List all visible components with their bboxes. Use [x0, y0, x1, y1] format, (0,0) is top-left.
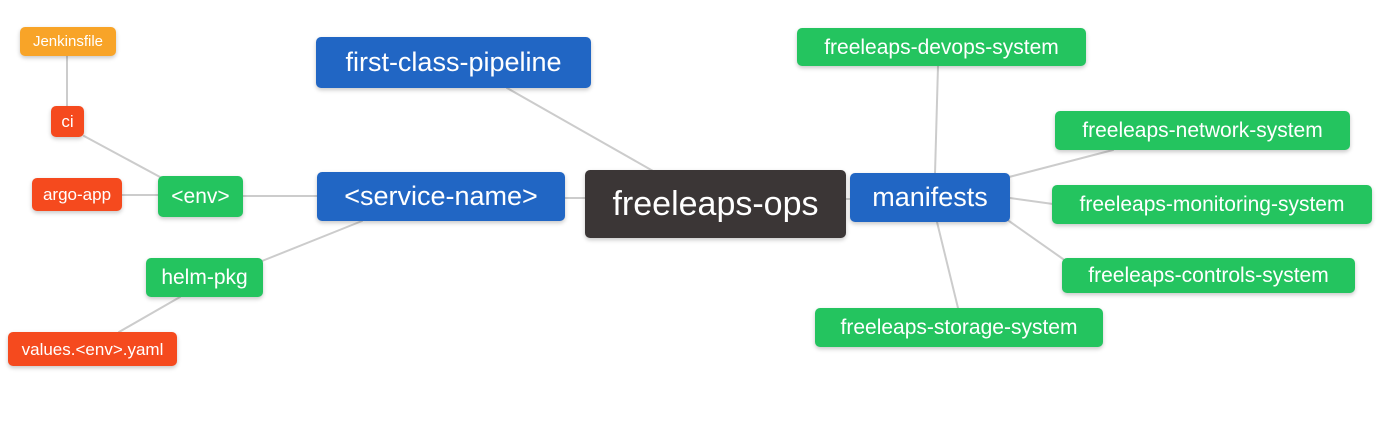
edge-helm-pkg-to-values-env-yaml: [118, 296, 181, 333]
node-manifests[interactable]: manifests: [850, 173, 1010, 222]
node-values-env-yaml[interactable]: values.<env>.yaml: [8, 332, 177, 366]
edge-manifests-to-controls-system: [1008, 220, 1064, 260]
node-first-class-pipeline[interactable]: first-class-pipeline: [316, 37, 591, 88]
edge-manifests-to-monitoring-system: [1009, 197, 1054, 205]
node-freeleaps-monitoring-system[interactable]: freeleaps-monitoring-system: [1052, 185, 1372, 224]
edge-env-to-ci: [83, 135, 161, 178]
edge-manifests-to-network-system: [1008, 149, 1114, 178]
node-freeleaps-network-system[interactable]: freeleaps-network-system: [1055, 111, 1350, 150]
node-freeleaps-storage-system[interactable]: freeleaps-storage-system: [815, 308, 1103, 347]
node-helm-pkg[interactable]: helm-pkg: [146, 258, 263, 297]
edge-manifests-to-devops-system: [934, 65, 939, 175]
node-env[interactable]: <env>: [158, 176, 243, 217]
node-freeleaps-controls-system[interactable]: freeleaps-controls-system: [1062, 258, 1355, 293]
node-argo-app[interactable]: argo-app: [32, 178, 122, 211]
edge-manifests-to-storage-system: [936, 221, 959, 309]
node-ci[interactable]: ci: [51, 106, 84, 137]
edge-service-name-to-helm-pkg: [261, 220, 363, 262]
edge-freeleaps-ops-to-first-class-pipeline: [506, 87, 654, 172]
node-service-name[interactable]: <service-name>: [317, 172, 565, 221]
node-jenkinsfile[interactable]: Jenkinsfile: [20, 27, 116, 56]
node-freeleaps-ops[interactable]: freeleaps-ops: [585, 170, 846, 238]
node-freeleaps-devops-system[interactable]: freeleaps-devops-system: [797, 28, 1086, 66]
